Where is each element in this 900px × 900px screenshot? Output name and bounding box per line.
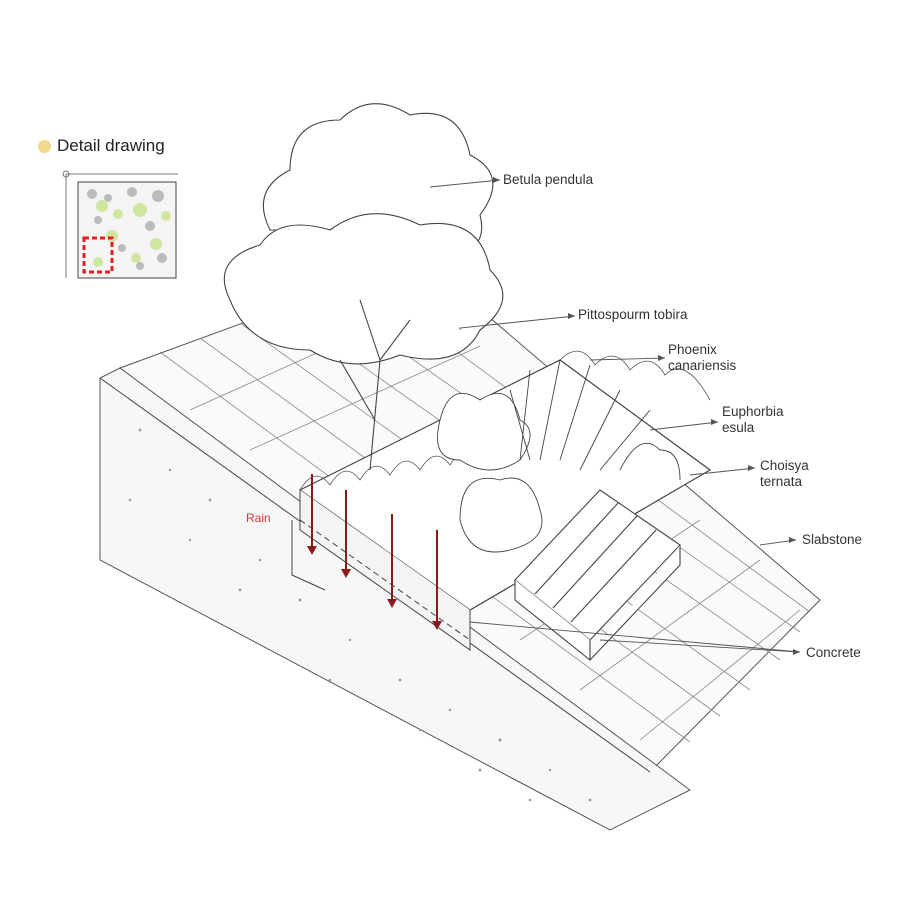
drainage-left-edge — [291, 520, 326, 591]
drainage-dashed-line — [299, 519, 471, 641]
label-choisya-ternata: Choisya ternata — [760, 458, 809, 489]
concrete-texture — [128, 428, 592, 802]
wooden-bench — [514, 489, 681, 662]
minimap-highlight-box — [82, 236, 114, 274]
detail-drawing-header: Detail drawing — [38, 136, 165, 156]
rain-arrow-head — [387, 599, 397, 608]
rain-arrow-head — [307, 546, 317, 555]
site-plan-minimap — [62, 170, 178, 279]
label-betula-pendula: Betula pendula — [503, 172, 594, 187]
header-bullet-dot — [38, 139, 51, 153]
rain-arrow-head — [432, 621, 442, 630]
label-pittosporum-tobira: Pittospourm tobira — [578, 307, 688, 322]
planter-hedge — [299, 350, 711, 491]
rain-label: Rain — [246, 511, 271, 525]
shrub-cluster — [437, 359, 681, 553]
rain-arrows — [307, 474, 442, 630]
label-euphorbia-esula: Euphorbia esula — [722, 404, 784, 435]
label-slabstone: Slabstone — [802, 532, 863, 547]
label-concrete: Concrete — [806, 645, 861, 660]
minimap-plant-markers — [93, 200, 171, 267]
header-title: Detail drawing — [57, 136, 165, 155]
planter-front-wall — [299, 490, 471, 651]
betula-tree — [223, 103, 504, 471]
label-phoenix-canariensis: Phoenix canariensis — [668, 342, 737, 373]
leader-arrowheads — [493, 177, 800, 655]
rain-arrow-head — [341, 569, 351, 578]
